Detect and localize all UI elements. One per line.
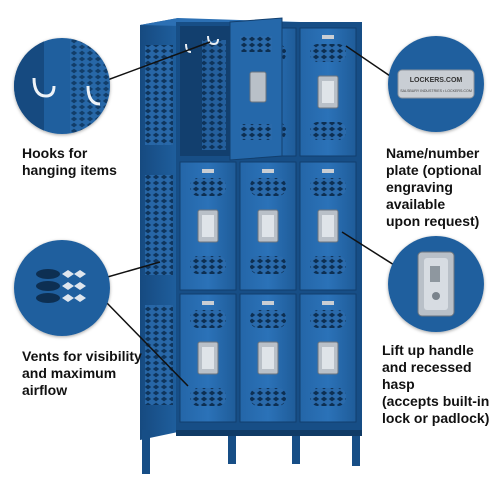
locker-door[interactable] <box>179 293 237 423</box>
nameplate-maker: SALSBURY INDUSTRIES • LOCKERS.COM <box>400 89 472 93</box>
nameplate-detail-circle: LOCKERS.COM SALSBURY INDUSTRIES • LOCKER… <box>388 36 484 132</box>
vent <box>310 122 346 140</box>
vent <box>250 178 286 196</box>
vent <box>250 388 286 406</box>
door-handle[interactable] <box>317 75 339 109</box>
vents-detail-circle <box>14 240 110 336</box>
locker-door[interactable] <box>299 27 357 157</box>
number-plate <box>262 169 274 173</box>
number-plate <box>202 301 214 305</box>
nameplate-brand: LOCKERS.COM <box>410 77 463 84</box>
locker-door[interactable] <box>179 161 237 291</box>
door-handle[interactable] <box>257 341 279 375</box>
locker-door[interactable] <box>239 161 297 291</box>
hook-icon <box>32 77 56 98</box>
door-handle[interactable] <box>317 341 339 375</box>
vent <box>310 310 346 328</box>
hooks-detail-circle <box>14 38 110 134</box>
vent <box>190 178 226 196</box>
callout-handle-label: Lift up handle and recessed hasp (accept… <box>382 342 490 426</box>
callout-plate-label: Name/number plate (optional engraving av… <box>386 145 482 229</box>
locker-door[interactable] <box>239 293 297 423</box>
vent <box>310 256 346 274</box>
callout-hooks-label: Hooks for hanging items <box>22 145 117 178</box>
handle-detail-circle <box>388 236 484 332</box>
number-plate <box>322 35 334 39</box>
door-handle[interactable] <box>249 71 267 103</box>
hook-icon <box>207 35 219 46</box>
open-locker-door[interactable] <box>229 17 283 161</box>
locker-door[interactable] <box>299 161 357 291</box>
locker-legs <box>142 430 362 474</box>
vent <box>190 388 226 406</box>
number-plate <box>262 301 274 305</box>
hook-icon <box>86 85 101 106</box>
vent <box>310 44 346 62</box>
number-plate <box>202 169 214 173</box>
locker-side-panel <box>140 18 178 440</box>
vent <box>190 256 226 274</box>
number-plate <box>322 301 334 305</box>
door-handle[interactable] <box>317 209 339 243</box>
locker-door[interactable] <box>299 293 357 423</box>
door-handle[interactable] <box>257 209 279 243</box>
vent <box>190 310 226 328</box>
callout-vents-label: Vents for visibility and maximum airflow <box>22 348 142 398</box>
door-handle[interactable] <box>197 341 219 375</box>
number-plate <box>322 169 334 173</box>
vent <box>250 256 286 274</box>
vent <box>310 178 346 196</box>
vent <box>250 310 286 328</box>
open-compartment <box>180 26 232 156</box>
callout-leaders <box>101 41 403 387</box>
vent <box>310 388 346 406</box>
door-handle[interactable] <box>197 209 219 243</box>
